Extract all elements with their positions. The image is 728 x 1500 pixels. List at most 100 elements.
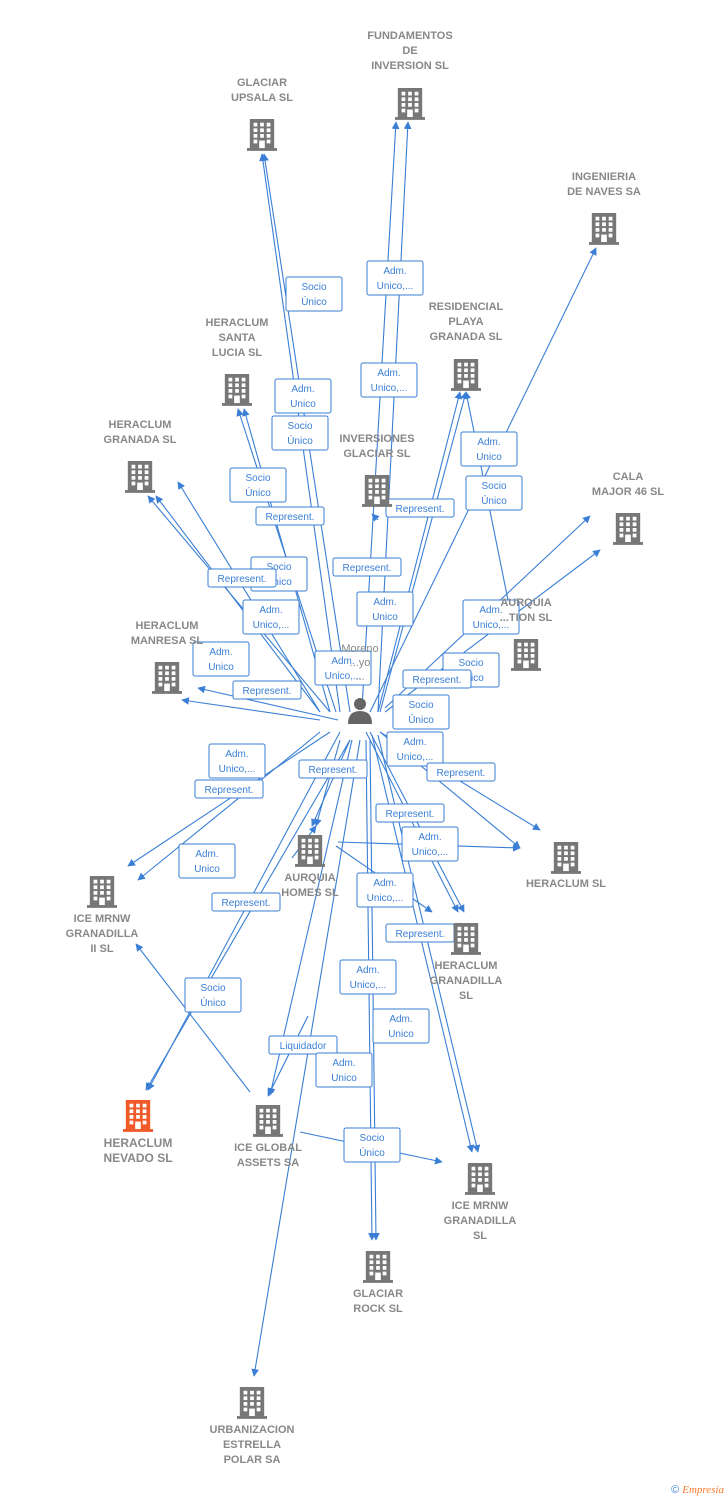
company-label: II SL — [90, 943, 114, 955]
company-label: SL — [473, 1230, 487, 1242]
edge-label[interactable]: Adm.Unico — [178, 843, 236, 879]
footer-brand[interactable]: © Empresia — [671, 1484, 724, 1496]
edge-label-text: Unico,... — [325, 671, 362, 682]
edge-label-text: Socio — [359, 1133, 384, 1144]
edge-label-text: Socio — [245, 473, 270, 484]
building-icon — [253, 1105, 283, 1137]
edges-layer — [127, 121, 601, 1377]
edge-label[interactable]: Adm.Unico — [460, 431, 518, 467]
edge-label[interactable]: Adm.Unico,... — [401, 826, 459, 862]
company-label: UPSALA SL — [231, 92, 293, 104]
edge-label-text: Adm. — [479, 605, 502, 616]
edge-label[interactable]: Adm.Unico — [372, 1008, 430, 1044]
edge-label[interactable]: Represent. — [232, 680, 302, 700]
edge-label-text: Represent. — [218, 574, 267, 585]
edge-label-text: Adm. — [195, 849, 218, 860]
edge-label-text: Único — [287, 434, 313, 447]
edge-label[interactable]: Represent. — [194, 779, 264, 799]
company-label: INGENIERIA — [572, 171, 636, 183]
edge-label-text: Adm. — [332, 1058, 355, 1069]
edge-label-text: Unico — [372, 612, 398, 623]
company-label: ICE GLOBAL — [234, 1142, 302, 1154]
edge-label[interactable]: Adm.Unico,... — [386, 731, 444, 767]
edge-label[interactable]: Adm.Unico — [315, 1052, 373, 1088]
company-label: GLACIAR — [353, 1288, 403, 1300]
building-icon — [613, 513, 643, 545]
edge-label[interactable]: Represent. — [402, 669, 472, 689]
edge-label[interactable]: Adm.Unico,... — [366, 260, 424, 296]
edge-label[interactable]: Adm. Unico,... — [462, 599, 520, 635]
edge-label-text: Adm. — [383, 266, 406, 277]
edge-label[interactable]: Liquidador — [268, 1035, 338, 1055]
edge-label[interactable]: Adm.Unico — [274, 378, 332, 414]
building-icon — [87, 876, 117, 908]
company-label: ICE MRNW — [74, 913, 131, 925]
edge-label[interactable]: Represent. — [298, 759, 368, 779]
edge-label-text: Adm. — [356, 965, 379, 976]
edge-label-text: Unico,... — [473, 620, 510, 631]
edge-line — [379, 391, 468, 713]
company-node-cala-major[interactable]: CALA MAJOR 46 SL — [592, 471, 664, 545]
edge-label-text: Represent. — [205, 785, 254, 796]
building-icon — [295, 835, 325, 867]
edge-label[interactable]: Represent. — [332, 557, 402, 577]
edge-label-text: Unico,... — [397, 752, 434, 763]
edge-label-text: Represent. — [222, 898, 271, 909]
person-node[interactable]: Moreno...yo... — [341, 643, 379, 724]
edge-labels-layer: Adm.Unico,...SocioÚnicoAdm.Unico,...Adm.… — [178, 260, 523, 1163]
edge-label[interactable]: Represent. — [426, 762, 496, 782]
edge-label-text: Único — [359, 1146, 385, 1159]
edge-label[interactable]: Adm.Unico,... — [339, 959, 397, 995]
edge-label[interactable]: Represent. — [255, 506, 325, 526]
edge-label-text: Adm. — [373, 878, 396, 889]
company-node-heraclum-sl[interactable]: HERACLUM SL — [526, 842, 606, 890]
edge-line — [251, 739, 361, 1377]
edge-label[interactable]: Represent. — [375, 803, 445, 823]
company-node-aurquia-tion[interactable]: AURQUIA...TION SL — [500, 597, 553, 671]
edge-label-text: Socio — [408, 700, 433, 711]
edge-line — [181, 697, 321, 721]
edge-label[interactable]: Represent. — [385, 923, 455, 943]
edge-label-text: Unico — [388, 1029, 414, 1040]
edge-label[interactable]: Adm.Unico — [192, 641, 250, 677]
edge-label-text: Represent. — [386, 809, 435, 820]
edge-label[interactable]: Adm.Unico,... — [314, 650, 372, 686]
building-icon — [551, 842, 581, 874]
edge-label[interactable]: Represent. — [207, 568, 277, 588]
edge-label[interactable]: Adm.Unico — [356, 591, 414, 627]
edge-label[interactable]: Represent. — [385, 498, 455, 518]
edge-label[interactable]: Adm.Unico,... — [208, 743, 266, 779]
edge-label[interactable]: Represent. — [211, 892, 281, 912]
edge-label[interactable]: Adm.Unico,... — [356, 872, 414, 908]
edge-line — [314, 739, 341, 827]
company-label: MAJOR 46 SL — [592, 486, 664, 498]
edge-label-text: Unico,... — [219, 764, 256, 775]
edge-label[interactable]: Adm.Unico,... — [242, 599, 300, 635]
company-label: CALA — [613, 471, 644, 483]
edge-label[interactable]: Adm.Unico,... — [360, 362, 418, 398]
company-label: HERACLUM — [136, 620, 199, 632]
